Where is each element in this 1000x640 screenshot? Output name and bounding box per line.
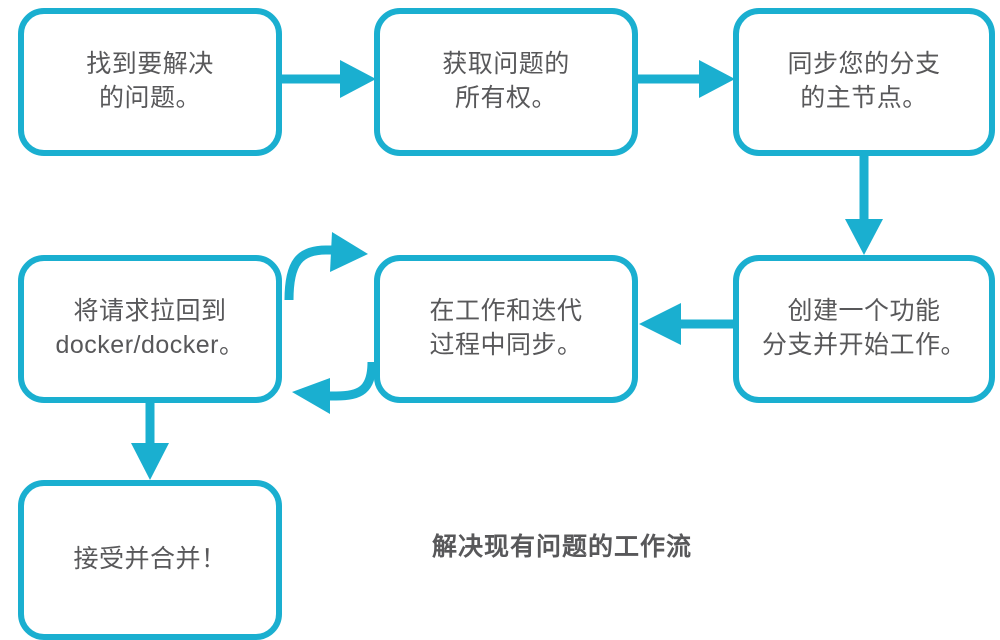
node-take-ownership[interactable]: 获取问题的 所有权。: [374, 8, 638, 156]
node-create-branch[interactable]: 创建一个功能 分支并开始工作。: [733, 255, 995, 403]
node-find-issue[interactable]: 找到要解决 的问题。: [18, 8, 282, 156]
node-sync-work-label: 在工作和迭代 过程中同步。: [429, 297, 583, 359]
diagram-caption: 解决现有问题的工作流: [432, 533, 693, 561]
node-sync-fork-label: 同步您的分支 的主节点。: [787, 50, 941, 112]
node-accept-merge-label: 接受并合并！: [73, 545, 227, 574]
node-take-ownership-label: 获取问题的 所有权。: [442, 50, 570, 112]
node-sync-fork[interactable]: 同步您的分支 的主节点。: [733, 8, 995, 156]
node-find-issue-label: 找到要解决 的问题。: [86, 50, 214, 112]
node-create-branch-label: 创建一个功能 分支并开始工作。: [761, 297, 966, 359]
edge-take-ownership-to-sync-fork: [638, 60, 735, 98]
edge-create-branch-to-sync-work: [639, 303, 733, 345]
node-sync-work[interactable]: 在工作和迭代 过程中同步。: [374, 255, 638, 403]
edge-sync-work-loop-up: [284, 232, 368, 301]
edge-sync-work-loop-down: [292, 361, 377, 414]
edge-pull-request-to-accept-merge: [131, 403, 169, 480]
node-accept-merge[interactable]: 接受并合并！: [18, 480, 282, 640]
edge-find-issue-to-take-ownership: [282, 60, 376, 98]
node-pull-request-label: 将请求拉回到 docker/docker。: [55, 297, 245, 359]
node-pull-request[interactable]: 将请求拉回到 docker/docker。: [18, 255, 282, 403]
edge-sync-fork-to-create-branch: [845, 156, 883, 255]
